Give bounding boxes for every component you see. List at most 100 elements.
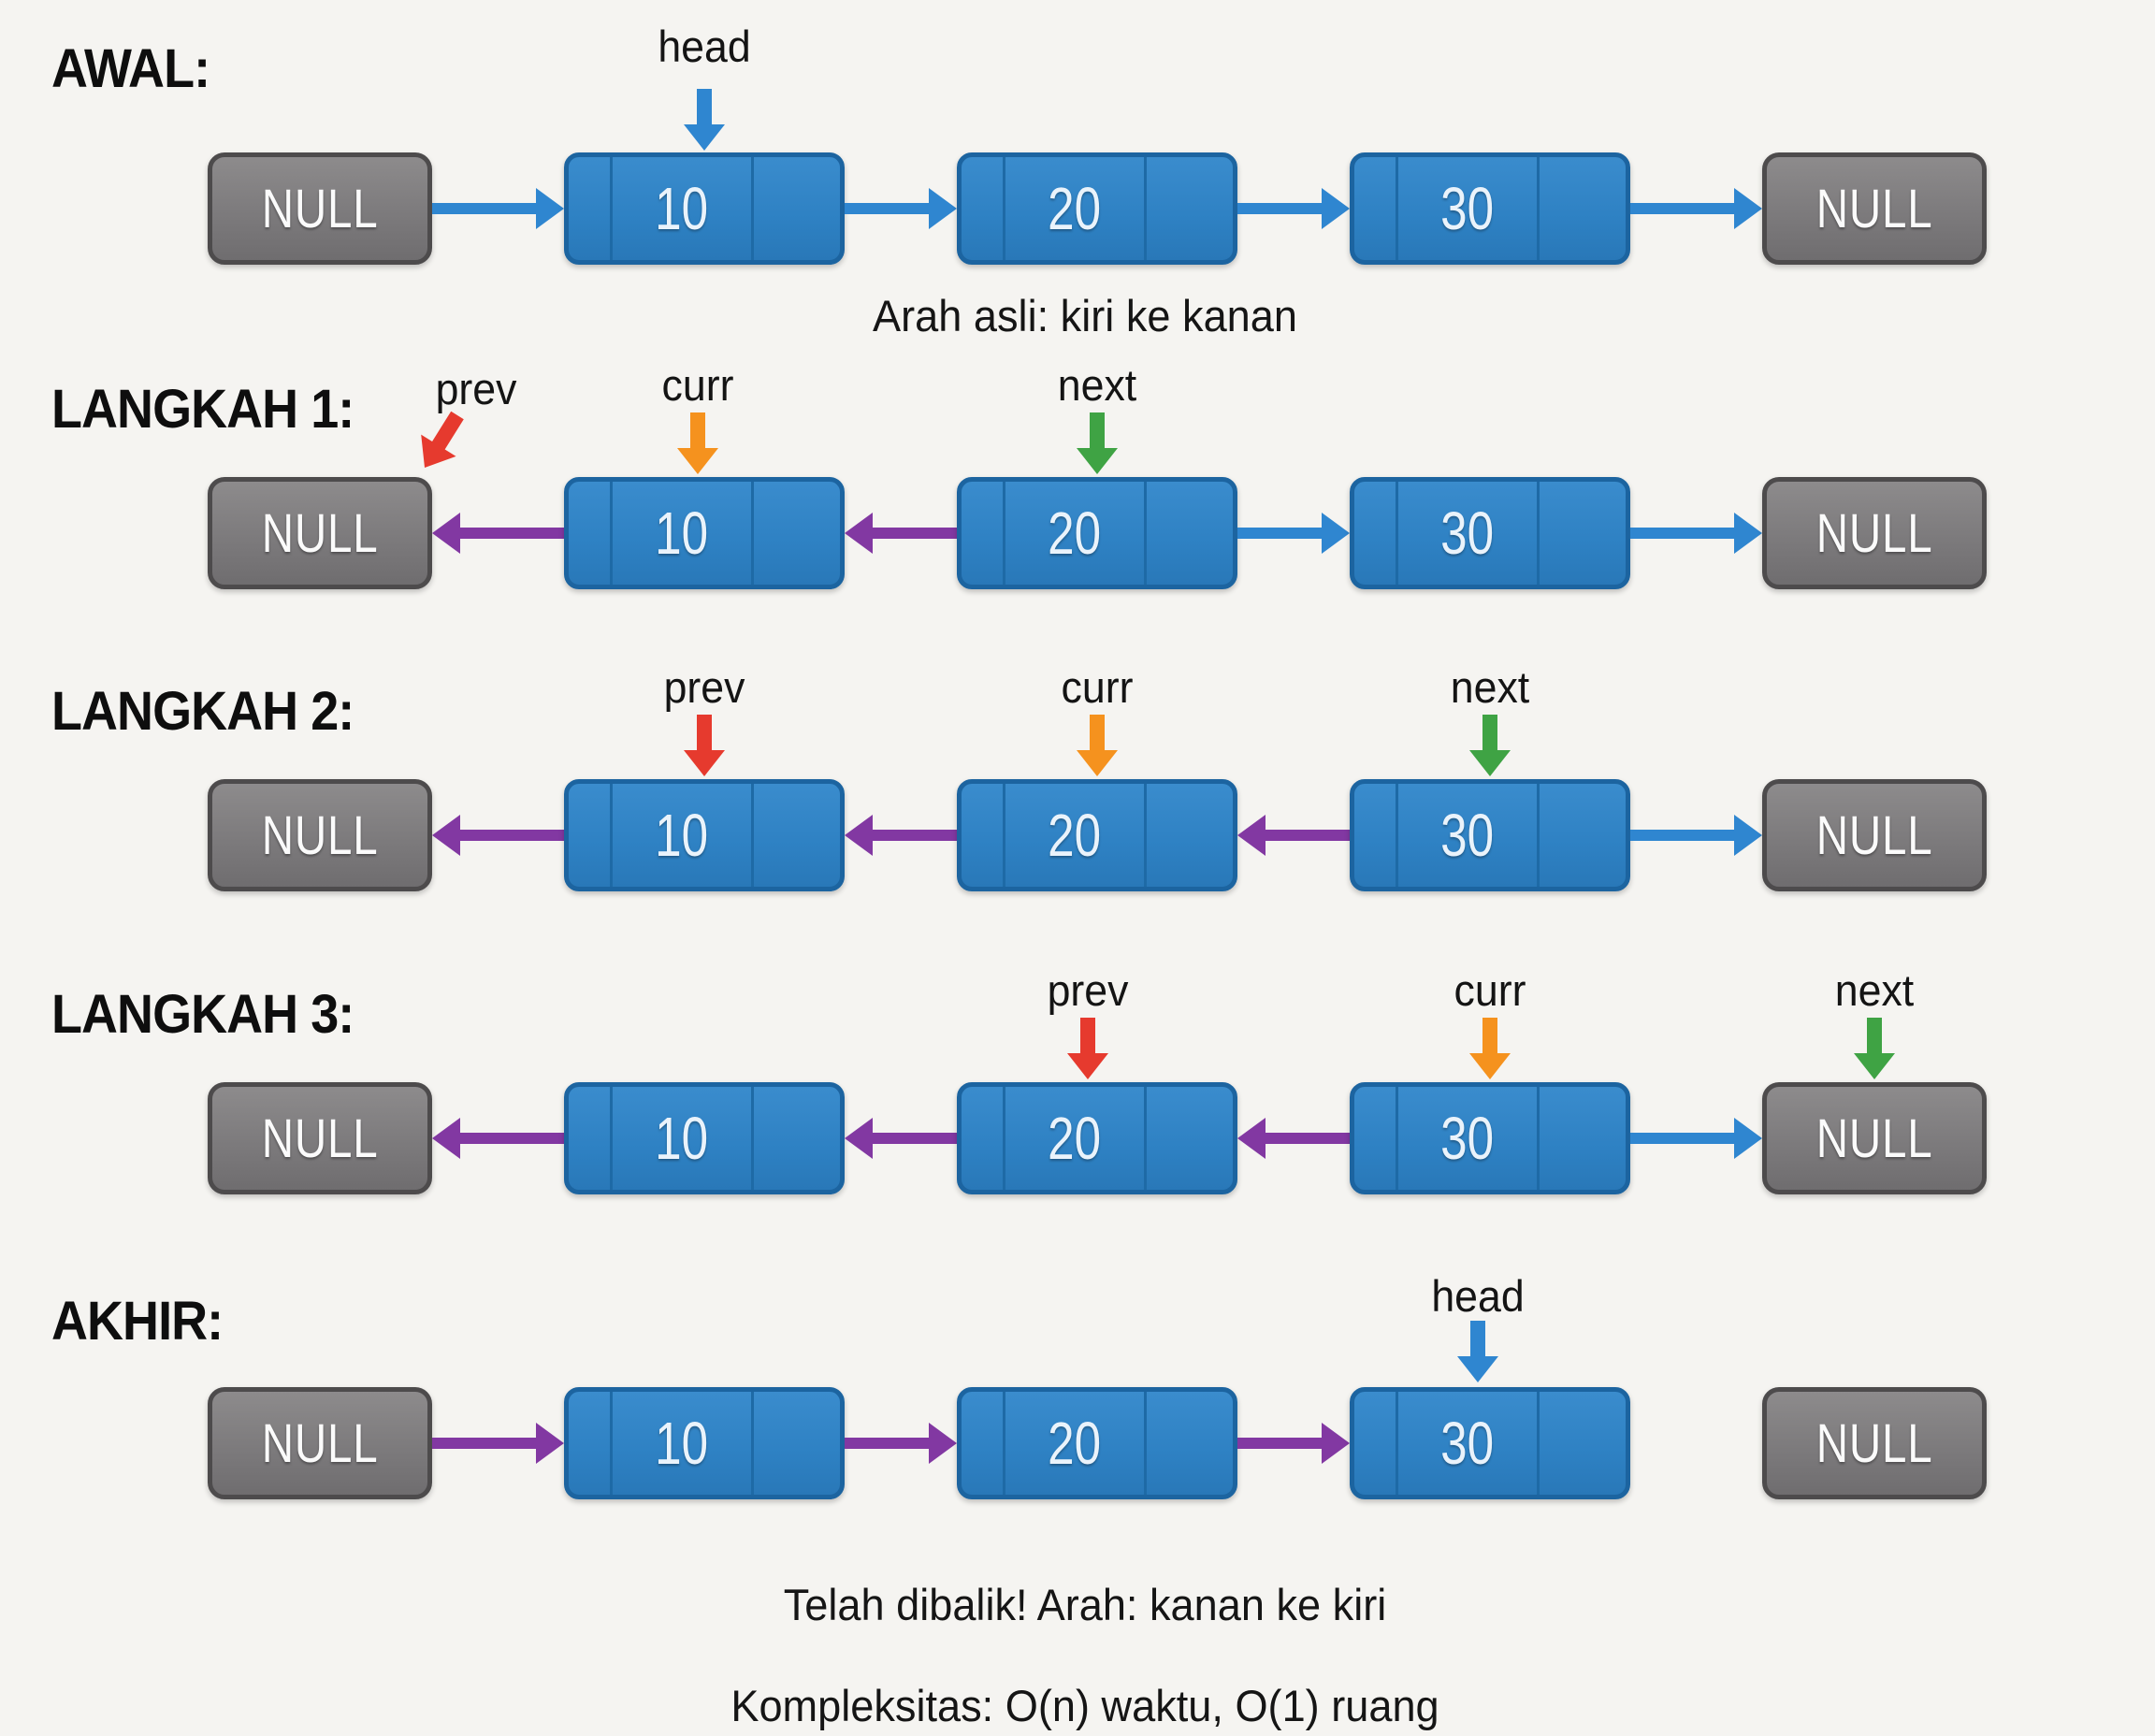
null-label: NULL	[261, 804, 379, 866]
prev-pointer-arrow-icon	[684, 715, 725, 776]
null-box: NULL	[1762, 779, 1987, 891]
node-prev-cell	[569, 157, 613, 260]
node-prev-cell	[569, 482, 613, 585]
node-box-20: 20	[957, 152, 1237, 265]
link-arrow-left-icon	[845, 513, 957, 554]
node-prev-cell	[1354, 784, 1398, 887]
node-prev-cell	[962, 784, 1005, 887]
pointer-label-curr: curr	[1454, 965, 1526, 1015]
node-prev-cell	[1354, 1392, 1398, 1495]
null-label: NULL	[1815, 502, 1933, 564]
node-box-10: 10	[564, 1387, 845, 1499]
link-arrow-left-icon	[1237, 815, 1350, 856]
pointer-label-prev: prev	[1047, 965, 1129, 1015]
node-box-30: 30	[1350, 1387, 1630, 1499]
link-arrow-right-icon	[1237, 513, 1350, 554]
node-box-20: 20	[957, 477, 1237, 589]
node-box-30: 30	[1350, 1082, 1630, 1194]
link-arrow-left-icon	[845, 815, 957, 856]
node-prev-cell	[962, 1392, 1005, 1495]
pointer-label-prev: prev	[435, 364, 517, 413]
curr-pointer-arrow-icon	[677, 412, 718, 474]
section-label-langkah-2: LANGKAH 2:	[51, 681, 354, 742]
node-box-20: 20	[957, 1387, 1237, 1499]
link-arrow-right-icon	[1630, 1118, 1762, 1159]
node-value: 10	[655, 499, 709, 567]
node-box-30: 30	[1350, 477, 1630, 589]
node-next-cell	[1144, 157, 1233, 260]
null-box: NULL	[1762, 152, 1987, 265]
node-value: 20	[1048, 802, 1102, 869]
section-label-akhir: AKHIR:	[51, 1291, 224, 1352]
node-prev-cell	[1354, 1087, 1398, 1190]
node-prev-cell	[1354, 157, 1398, 260]
link-arrow-left-icon	[432, 1118, 564, 1159]
node-value: 10	[655, 1105, 709, 1172]
node-next-cell	[751, 1087, 840, 1190]
node-next-cell	[1537, 1087, 1626, 1190]
null-box: NULL	[1762, 1387, 1987, 1499]
node-prev-cell	[569, 1087, 613, 1190]
node-value: 10	[655, 1410, 709, 1477]
node-next-cell	[1537, 157, 1626, 260]
node-value: 20	[1048, 1105, 1102, 1172]
pointer-label-curr: curr	[661, 360, 734, 410]
section-label-langkah-3: LANGKAH 3:	[51, 984, 354, 1045]
node-value: 30	[1440, 802, 1495, 869]
null-label: NULL	[261, 502, 379, 564]
node-box-30: 30	[1350, 152, 1630, 265]
node-box-10: 10	[564, 477, 845, 589]
node-value: 30	[1440, 175, 1495, 242]
node-value: 30	[1440, 1410, 1495, 1477]
node-prev-cell	[962, 1087, 1005, 1190]
node-prev-cell	[962, 482, 1005, 585]
link-arrow-left-icon	[845, 1118, 957, 1159]
prev-pointer-arrow-icon	[1067, 1018, 1108, 1079]
caption-reversed: Telah dibalik! Arah: kanan ke kiri	[783, 1580, 1387, 1629]
caption-complexity: Kompleksitas: O(n) waktu, O(1) ruang	[730, 1681, 1439, 1730]
link-arrow-left-icon	[432, 513, 564, 554]
pointer-label-next: next	[1834, 965, 1915, 1015]
node-box-10: 10	[564, 779, 845, 891]
node-value: 20	[1048, 175, 1102, 242]
pointer-label-next: next	[1057, 360, 1137, 410]
link-arrow-right-icon	[1630, 188, 1762, 229]
link-arrow-right-icon	[1237, 188, 1350, 229]
pointer-label-head: head	[658, 22, 751, 71]
node-next-cell	[1537, 784, 1626, 887]
null-label: NULL	[1815, 178, 1933, 239]
node-value: 20	[1048, 499, 1102, 567]
section-label-awal: AWAL:	[51, 38, 210, 99]
link-arrow-right-icon	[432, 1423, 564, 1464]
caption-original-direction: Arah asli: kiri ke kanan	[873, 291, 1297, 340]
null-label: NULL	[1815, 1107, 1933, 1169]
link-arrow-right-icon	[845, 188, 957, 229]
null-box: NULL	[208, 477, 432, 589]
head-pointer-arrow-icon	[684, 89, 725, 151]
node-box-30: 30	[1350, 779, 1630, 891]
node-prev-cell	[962, 157, 1005, 260]
node-next-cell	[1144, 1087, 1233, 1190]
node-prev-cell	[1354, 482, 1398, 585]
null-label: NULL	[261, 178, 379, 239]
node-box-10: 10	[564, 152, 845, 265]
next-pointer-arrow-icon	[1854, 1018, 1895, 1079]
null-box: NULL	[1762, 477, 1987, 589]
null-box: NULL	[208, 152, 432, 265]
node-value: 10	[655, 175, 709, 242]
node-next-cell	[1144, 1392, 1233, 1495]
node-value: 20	[1048, 1410, 1102, 1477]
section-label-langkah-1: LANGKAH 1:	[51, 379, 354, 440]
curr-pointer-arrow-icon	[1469, 1018, 1511, 1079]
node-next-cell	[1537, 1392, 1626, 1495]
link-arrow-left-icon	[432, 815, 564, 856]
curr-pointer-arrow-icon	[1077, 715, 1118, 776]
pointer-label-prev: prev	[663, 662, 745, 712]
node-next-cell	[751, 1392, 840, 1495]
link-arrow-right-icon	[1237, 1423, 1350, 1464]
null-box: NULL	[208, 779, 432, 891]
null-box: NULL	[1762, 1082, 1987, 1194]
link-arrow-right-icon	[845, 1423, 957, 1464]
node-next-cell	[1144, 784, 1233, 887]
node-next-cell	[751, 482, 840, 585]
